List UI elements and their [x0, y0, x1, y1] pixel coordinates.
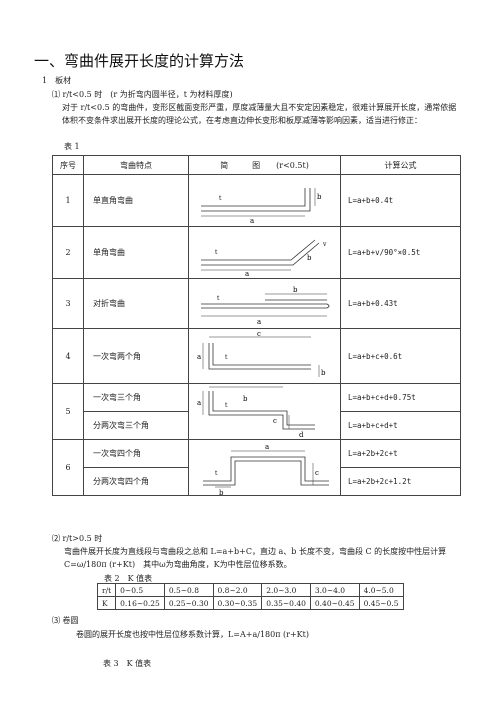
table-row: 2 单角弯曲 a b v t L=a+b+v/90°×0.5t	[52, 226, 461, 279]
label-b: b	[293, 286, 298, 294]
table-cell: 0.40~0.45	[309, 596, 360, 610]
row-no: 1	[52, 174, 84, 227]
table3-caption: 表 3 K 值表	[103, 659, 152, 668]
subsection-1: ⑴ r/t<0.5 时 (r 为折弯内圆半径，t 为材料厚度)	[52, 90, 233, 99]
label-b: b	[243, 395, 248, 403]
row-formula: L=a+b+c+d+0.75t	[340, 383, 461, 412]
label-c: c	[257, 331, 261, 338]
subsection-3: ⑶ 卷圆	[52, 616, 79, 625]
table-row: 5 一次弯三个角 b a c d t L=a+b+c+d+0.75t	[52, 383, 461, 440]
label-t: t	[217, 295, 220, 302]
label-d: d	[299, 431, 304, 439]
label-a: a	[245, 270, 249, 276]
label-a: a	[265, 443, 269, 451]
table1-caption: 表 1	[64, 142, 80, 151]
label-v: v	[322, 241, 327, 248]
row-no: 4	[52, 328, 84, 384]
single-right-angle-diagram: a b t	[200, 187, 322, 224]
figure-cell: b a t	[188, 278, 341, 329]
header-feature: 弯曲特点	[83, 155, 189, 175]
label-t: t	[215, 470, 218, 477]
table-row: 4 一次弯两个角 c a b t L=a+b+c+0.6t	[52, 328, 461, 384]
label-t: t	[215, 249, 218, 256]
table-cell: 0.25~0.30	[163, 596, 214, 610]
row-feature: 一次弯两个角	[83, 328, 189, 384]
table-row: K 0.16~0.25 0.25~0.30 0.30~0.35 0.35~0.4…	[96, 596, 404, 610]
row-formula: L=a+b+v/90°×0.5t	[340, 226, 461, 279]
subsection-2: ⑵ r/t>0.5 时	[52, 534, 103, 543]
header-figure: 简 图 (r<0.5t)	[188, 155, 341, 175]
figure-cell: a b c t	[188, 439, 341, 496]
table-cell: 0.35~0.40	[261, 596, 311, 610]
row-feature: 分两次弯三个角	[83, 411, 189, 440]
table-cell: 4.0~5.0	[358, 583, 404, 597]
row-no: 2	[52, 226, 84, 279]
header-formula: 计算公式	[340, 155, 461, 175]
row-formula: L=a+b+0.4t	[340, 174, 461, 227]
table-cell: 0.8~2.0	[212, 583, 263, 597]
figure-cell: b a c d t	[188, 383, 341, 440]
table-cell: 0.16~0.25	[115, 596, 165, 610]
table-cell: 3.0~4.0	[309, 583, 360, 597]
paragraph-1: 对于 r/t<0.5 的弯曲件，变形区截面变形严重，厚度减薄量大且不安定因素稳定…	[62, 103, 457, 125]
header-no: 序号	[52, 155, 84, 175]
row-feature: 一次弯四个角	[83, 439, 189, 468]
paragraph-3: 卷圆的展开长度也按中性层位移系数计算，L=A+a/180π (r+Kt)	[76, 630, 309, 639]
row-no: 6	[52, 439, 84, 496]
label-a: a	[257, 318, 261, 326]
label-c: c	[273, 417, 277, 425]
label-c: c	[315, 469, 319, 477]
table-cell: 0.45~0.5	[358, 596, 404, 610]
four-angle-diagram: a b c t	[202, 443, 329, 495]
table-row: r/t 0~0.5 0.5~0.8 0.8~2.0 2.0~3.0 3.0~4.…	[96, 583, 404, 597]
row-no: 3	[52, 278, 84, 329]
table-cell: 0~0.5	[115, 583, 165, 597]
label-t: t	[225, 354, 228, 361]
paragraph-2: 弯曲件展开长度为直线段与弯曲段之总和 L=a+b+C，直边 a、b 长度不变，弯…	[64, 547, 447, 569]
row-feature: 一次弯三个角	[83, 383, 189, 412]
table-row: 3 对折弯曲 b a t L=a+b+0.43t	[52, 278, 461, 329]
label-a: a	[250, 217, 254, 224]
row-formula: L=a+b+c+d+t	[340, 411, 461, 440]
figure-cell: c a b t	[188, 328, 341, 384]
two-angle-diagram: c a b t	[197, 331, 326, 377]
table2-caption: 表 2 K 值表	[104, 574, 153, 583]
figure-cell: a b v t	[188, 226, 341, 279]
row-no: 5	[52, 383, 84, 440]
table-1: 序号 弯曲特点 简 图 (r<0.5t) 计算公式 1 单直角弯曲 a b t …	[52, 155, 461, 496]
row-formula: L=a+2b+2c+t	[340, 439, 461, 468]
label-a: a	[197, 399, 201, 407]
figure-cell: a b t	[188, 174, 341, 227]
row-formula: L=a+2b+2c+1.2t	[340, 467, 461, 496]
row-label: K	[96, 596, 117, 610]
fold-over-diagram: b a t	[200, 286, 329, 326]
row-feature: 单直角弯曲	[83, 174, 189, 227]
label-b: b	[317, 193, 322, 201]
label-t: t	[225, 402, 228, 409]
table-cell: 0.5~0.8	[163, 583, 214, 597]
row-formula: L=a+b+0.43t	[340, 278, 461, 329]
row-formula: L=a+b+c+0.6t	[340, 328, 461, 384]
row-feature: 分两次弯四个角	[83, 467, 189, 496]
row-feature: 对折弯曲	[83, 278, 189, 329]
section-plate: 1 板材	[42, 76, 72, 85]
three-angle-diagram: b a c d t	[197, 386, 315, 439]
label-b: b	[307, 254, 312, 262]
table-cell: 0.30~0.35	[212, 596, 263, 610]
table-header-row: 序号 弯曲特点 简 图 (r<0.5t) 计算公式	[52, 155, 461, 175]
table-cell: 2.0~3.0	[261, 583, 311, 597]
table-row: 6 一次弯四个角 a b c t L=a+2b+2c+t	[52, 439, 461, 496]
label-b: b	[321, 369, 326, 377]
row-feature: 单角弯曲	[83, 226, 189, 279]
table-row: 1 单直角弯曲 a b t L=a+b+0.4t	[52, 174, 461, 227]
table-row: 分两次弯四个角 L=a+2b+2c+1.2t	[53, 467, 461, 496]
single-angle-diagram: a b v t	[200, 239, 327, 276]
page-title: 一、弯曲件展开长度的计算方法	[34, 52, 245, 70]
table-2: r/t 0~0.5 0.5~0.8 0.8~2.0 2.0~3.0 3.0~4.…	[96, 583, 404, 610]
label-b: b	[219, 489, 224, 495]
row-label: r/t	[96, 583, 117, 597]
label-t: t	[219, 195, 222, 202]
label-a: a	[197, 353, 201, 361]
